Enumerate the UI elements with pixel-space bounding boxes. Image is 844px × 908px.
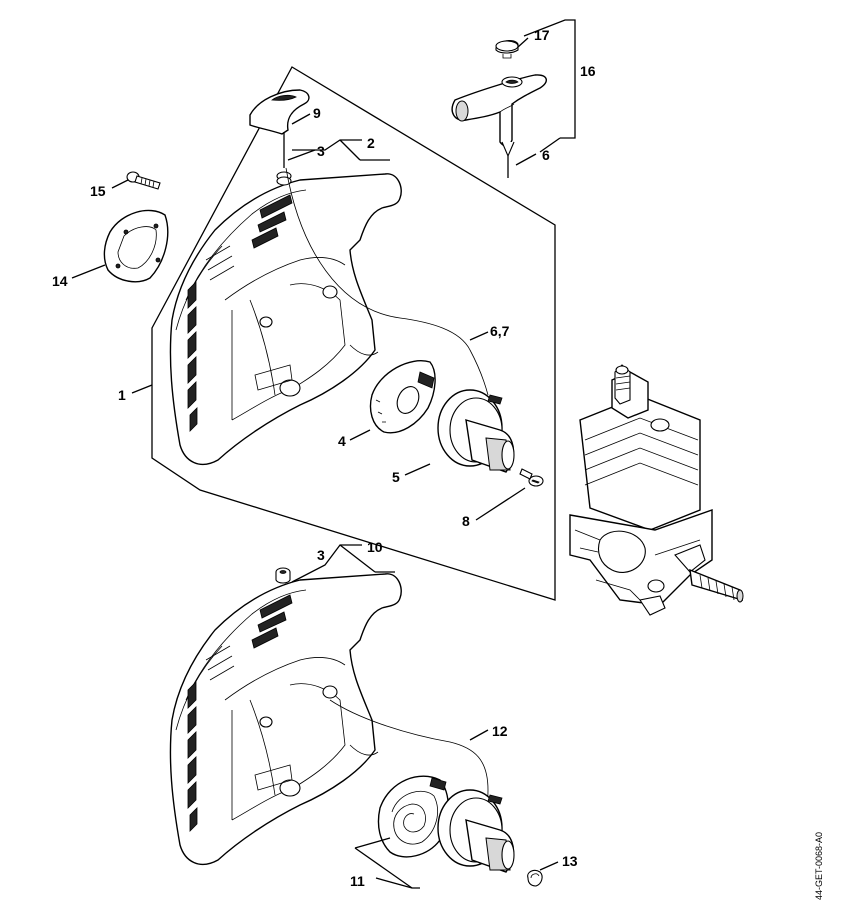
label-5: 5 xyxy=(392,469,400,485)
label-16: 16 xyxy=(580,63,596,79)
label-6-7: 6,7 xyxy=(490,323,510,339)
label-2: 2 xyxy=(367,135,375,151)
label-9: 9 xyxy=(313,105,321,121)
cap-17 xyxy=(495,39,519,59)
label-17: 17 xyxy=(534,27,550,43)
rewind-spring-11 xyxy=(377,775,449,858)
callout-labels: 1 2 3 9 15 14 17 16 6 6,7 4 5 8 3 10 12 … xyxy=(52,27,596,889)
pawl-disc-4 xyxy=(369,360,436,434)
screw-8 xyxy=(519,468,544,487)
starter-grip-16 xyxy=(451,74,547,178)
label-11: 11 xyxy=(350,873,365,889)
label-6: 6 xyxy=(542,147,550,163)
starter-rope-upper xyxy=(285,167,489,396)
screw-15 xyxy=(126,171,161,190)
label-14: 14 xyxy=(52,273,68,289)
label-1: 1 xyxy=(118,387,126,403)
label-4: 4 xyxy=(338,433,346,449)
engine-block xyxy=(569,364,744,616)
label-12: 12 xyxy=(492,723,508,739)
label-3-upper: 3 xyxy=(317,143,325,159)
leader-lines xyxy=(71,19,576,889)
label-3-lower: 3 xyxy=(317,547,325,563)
rope-rotor-5 xyxy=(437,389,515,473)
starter-grip-9 xyxy=(249,89,310,168)
starter-housing-lower xyxy=(169,573,402,865)
label-15: 15 xyxy=(90,183,106,199)
rope-rotor-lower xyxy=(437,789,515,873)
label-10: 10 xyxy=(367,539,383,555)
assembly-outline xyxy=(151,66,556,601)
plate-14 xyxy=(103,209,169,283)
bushing-3-lower xyxy=(275,567,291,584)
label-8: 8 xyxy=(462,513,470,529)
reference-code: 44-GET-0068-A0 xyxy=(814,832,824,900)
circlip-13 xyxy=(527,869,543,887)
starter-housing-upper xyxy=(169,173,402,465)
label-13: 13 xyxy=(562,853,578,869)
